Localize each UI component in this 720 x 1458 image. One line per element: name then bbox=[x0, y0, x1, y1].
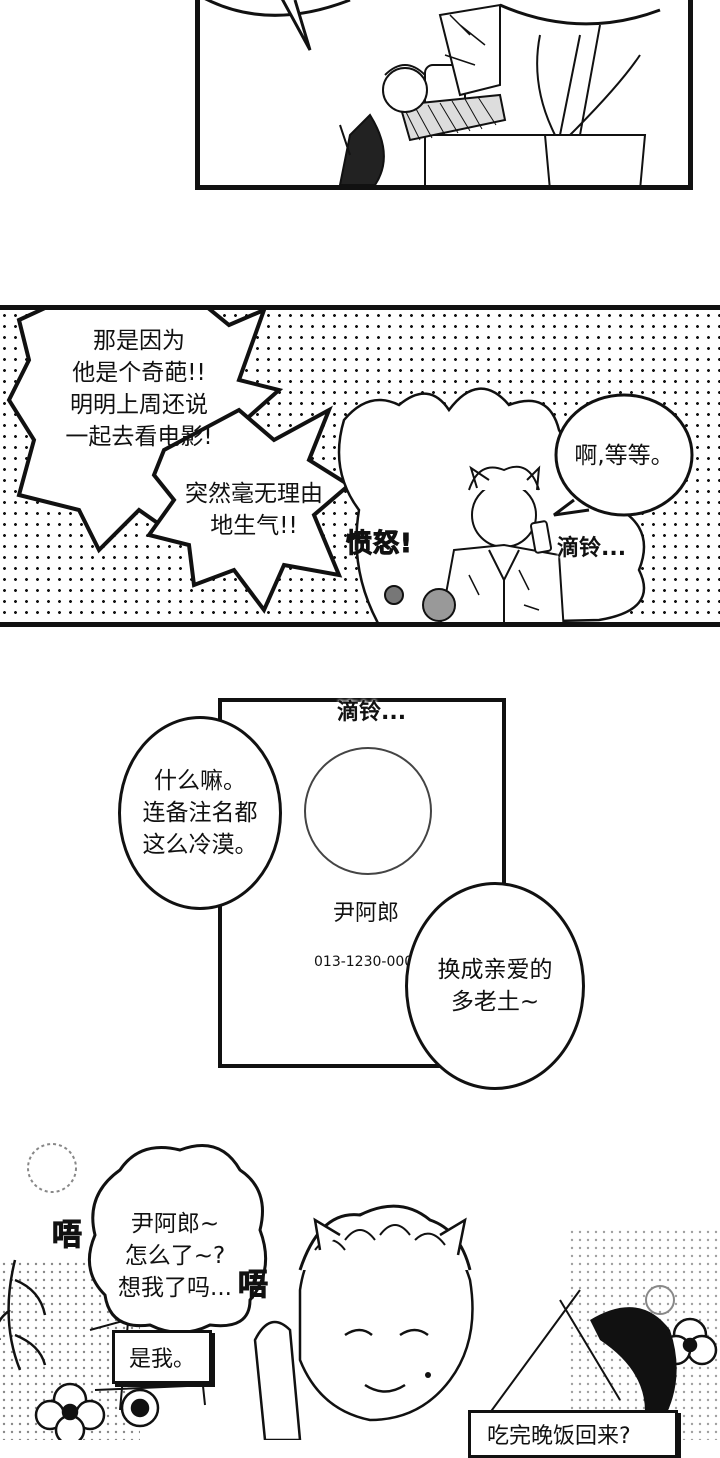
bubble-cheesy-name: 换成亲爱的 多老土~ bbox=[405, 882, 585, 1090]
bubble-text-excuse: 那是因为 他是个奇葩!! 明明上周还说 一起去看电影! bbox=[65, 328, 213, 450]
contact-name: 尹阿郎 bbox=[332, 901, 399, 926]
panel-2-art bbox=[6, 310, 694, 622]
sfx-ring-2: 滴铃... bbox=[337, 700, 407, 725]
panel-4-art bbox=[0, 1143, 720, 1440]
bubble-text-angry: 突然毫无理由 地生气!! bbox=[185, 481, 323, 539]
sfx-hum-left: 唔 bbox=[52, 1218, 83, 1254]
bubble-text-phone: 尹阿郎~ 怎么了~? 想我了吗... bbox=[118, 1211, 232, 1301]
contact-phone: 013-1230-0001 bbox=[314, 954, 423, 970]
caption-its-me: 是我。 bbox=[112, 1330, 212, 1384]
panel-4 bbox=[0, 1140, 720, 1440]
sfx-angry: 愤怒! bbox=[346, 529, 413, 560]
bubble-cold-name: 什么嘛。 连备注名都 这么冷漠。 bbox=[118, 716, 282, 910]
sfx-hum-right: 唔 bbox=[238, 1268, 269, 1304]
bubble-text-wait: 啊,等等。 bbox=[574, 443, 674, 469]
panel-2: 那是因为 他是个奇葩!! 明明上周还说 一起去看电影! 突然毫无理由 地生气!!… bbox=[0, 305, 720, 627]
sfx-ring: 滴铃... bbox=[557, 536, 627, 561]
contact-avatar bbox=[304, 747, 432, 875]
panel-1-art bbox=[204, 0, 661, 185]
caption-after-dinner: 吃完晚饭回来? bbox=[468, 1410, 678, 1458]
panel-1 bbox=[195, 0, 693, 190]
bubble-phone-shape bbox=[87, 1144, 268, 1334]
